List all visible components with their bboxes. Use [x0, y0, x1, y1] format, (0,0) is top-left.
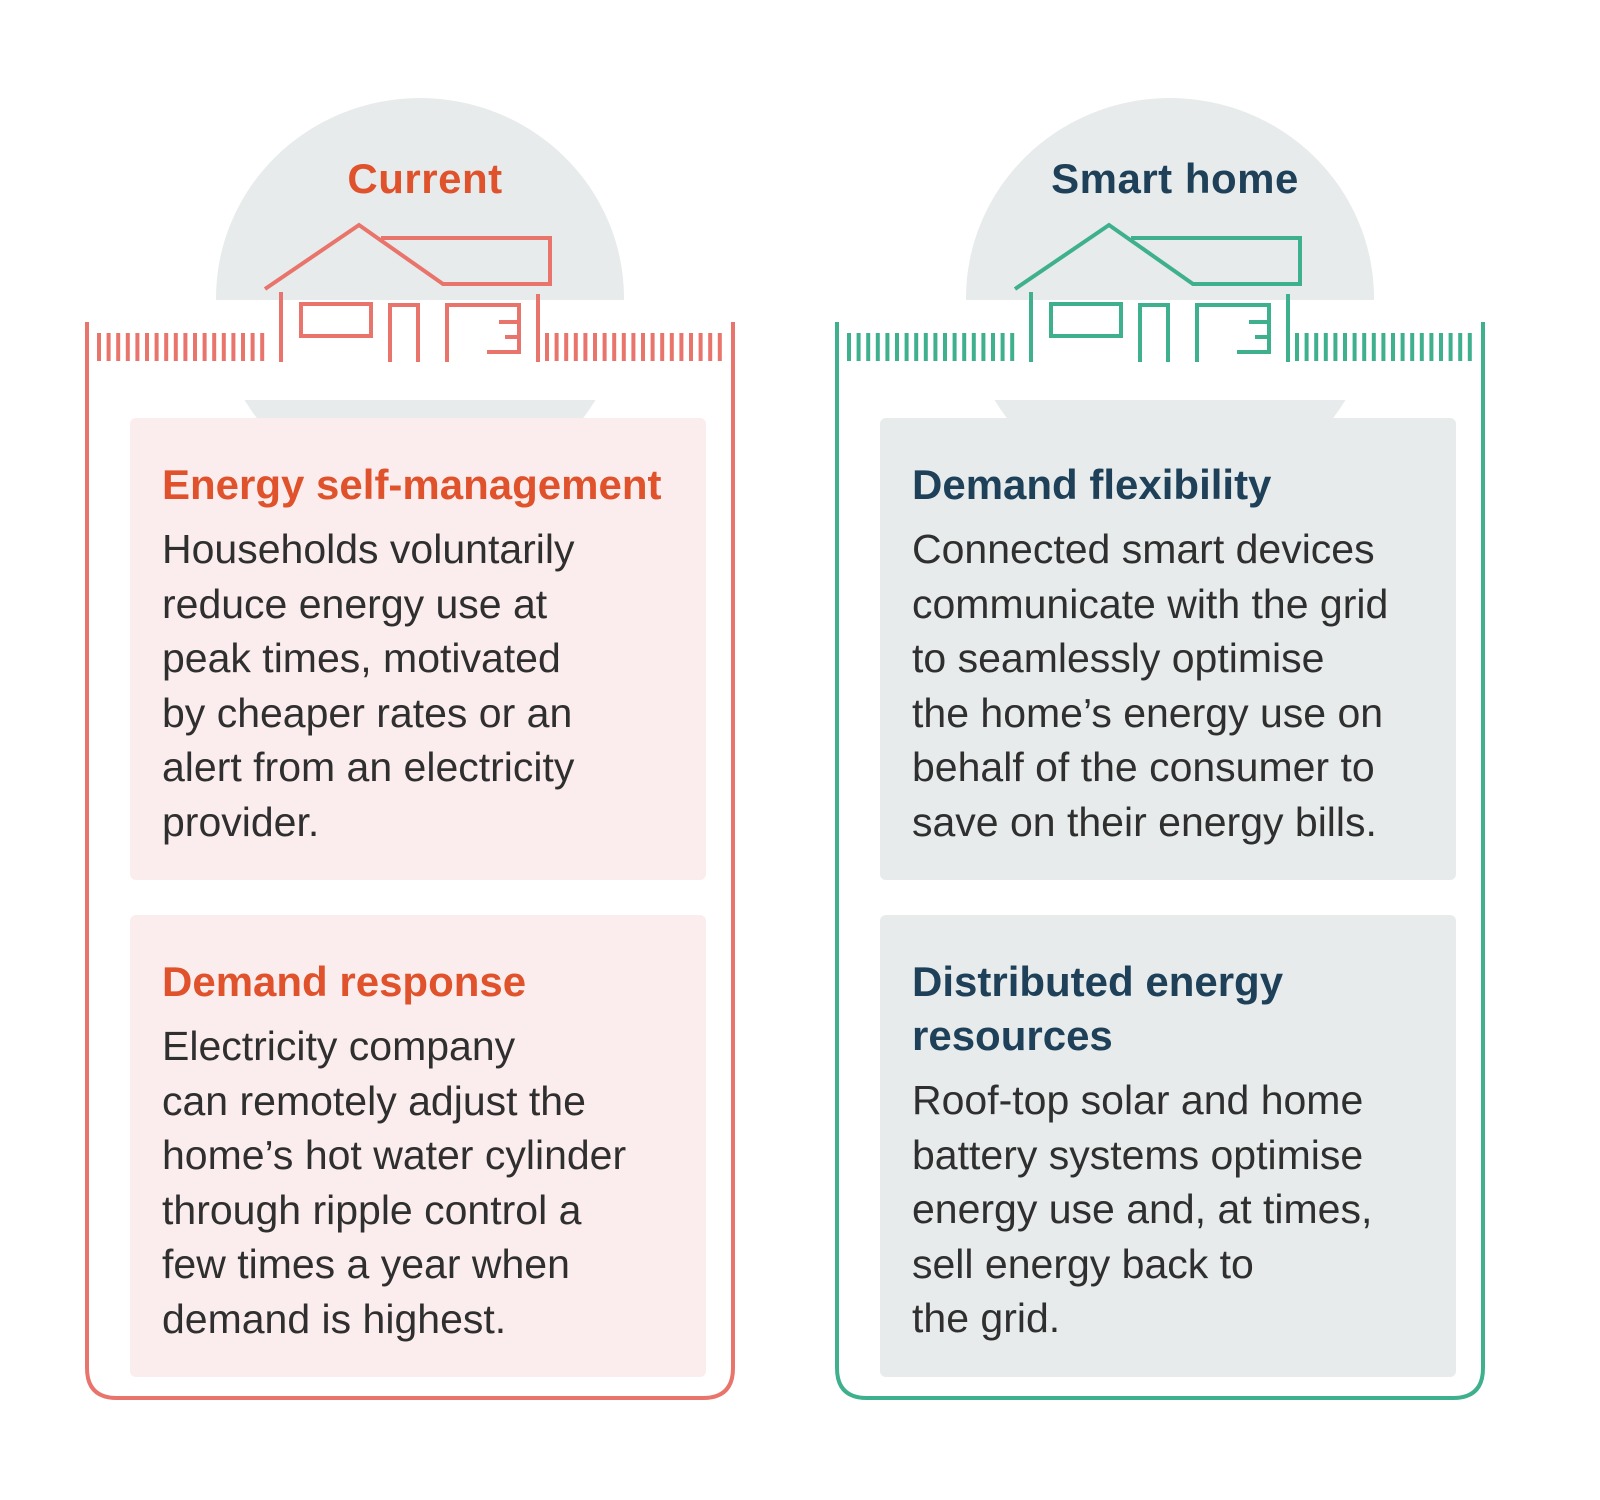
- panel-body: Roof-top solar and home battery systems …: [912, 1077, 1373, 1341]
- current-column: Current Energy self-management Household…: [85, 0, 765, 1500]
- column-outline-art: [835, 222, 1485, 1400]
- demand-flexibility-panel: Demand flexibility Connected smart devic…: [880, 418, 1456, 880]
- panel-heading: Energy self-management: [162, 461, 662, 508]
- smart-home-column: Smart home Demand flexibility Connected …: [835, 0, 1515, 1500]
- panel-heading: Demand response: [162, 958, 527, 1005]
- distributed-energy-resources-panel: Distributed energy resources Roof-top so…: [880, 915, 1456, 1377]
- panel-body: Households voluntarily reduce energy use…: [162, 526, 575, 845]
- panel-body: Electricity company can remotely adjust …: [162, 1023, 627, 1342]
- demand-response-panel: Demand response Electricity company can …: [130, 915, 706, 1377]
- column-title: Current: [347, 155, 503, 202]
- panel-heading: Distributed energy resources: [912, 958, 1284, 1059]
- panel-body: Connected smart devices communicate with…: [912, 526, 1389, 845]
- column-title: Smart home: [1051, 155, 1299, 202]
- house-outline-icon: [835, 222, 1485, 1400]
- house-outline-icon: [85, 222, 735, 1400]
- panel-heading: Demand flexibility: [912, 461, 1272, 508]
- energy-self-management-panel: Energy self-management Households volunt…: [130, 418, 706, 880]
- column-outline-art: [85, 222, 735, 1400]
